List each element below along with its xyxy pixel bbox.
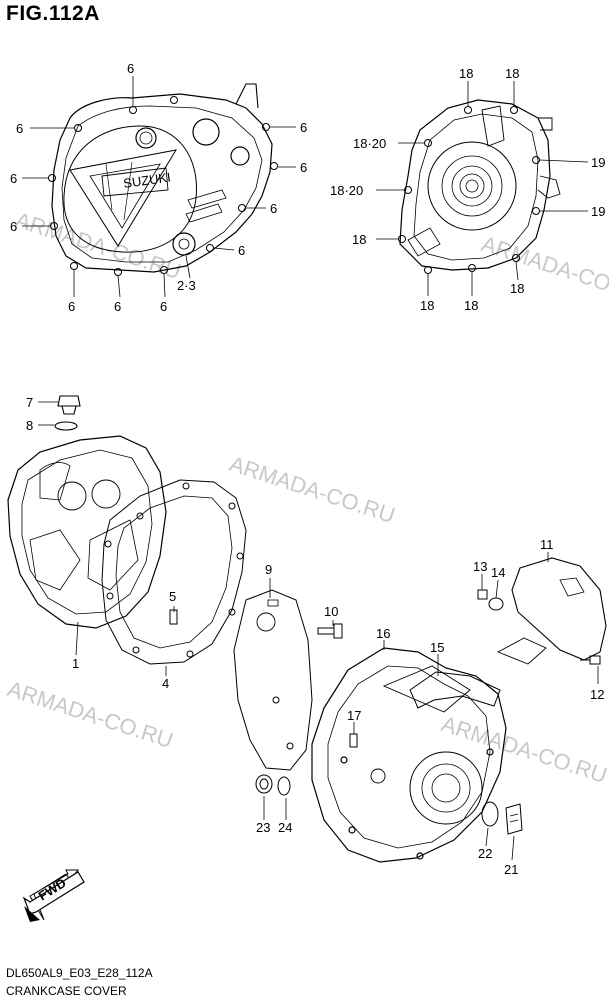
callout-6: 6 bbox=[270, 201, 277, 216]
callout-5: 5 bbox=[169, 589, 176, 604]
leader-line-1 bbox=[75, 621, 79, 656]
figure-code: DL650AL9_E03_E28_112A bbox=[6, 966, 153, 980]
callout-8: 8 bbox=[26, 418, 33, 433]
leader-line-22 bbox=[485, 827, 489, 847]
watermark-text: ARMADA-CO.RU bbox=[4, 676, 176, 753]
callout-1: 1 bbox=[72, 656, 79, 671]
callout-12: 12 bbox=[590, 687, 604, 702]
callout-18-20: 18·20 bbox=[353, 136, 386, 151]
callout-14: 14 bbox=[491, 565, 505, 580]
callout-18-20: 18·20 bbox=[330, 183, 363, 198]
callout-21: 21 bbox=[504, 862, 518, 877]
fwd-arrow-icon: FWD bbox=[22, 869, 85, 922]
callout-18: 18 bbox=[420, 298, 434, 313]
callout-24: 24 bbox=[278, 820, 292, 835]
callout-19: 19 bbox=[591, 155, 605, 170]
leader-line-14 bbox=[495, 579, 499, 599]
callout-15: 15 bbox=[430, 640, 444, 655]
oring-22-plug-21-drawing bbox=[481, 801, 523, 835]
callout-6: 6 bbox=[300, 160, 307, 175]
callout-6: 6 bbox=[160, 299, 167, 314]
callout-2-3: 2·3 bbox=[177, 278, 196, 293]
clutch-cover-side-drawing bbox=[7, 435, 167, 629]
clutch-cover-drawing bbox=[48, 83, 278, 276]
callout-6: 6 bbox=[300, 120, 307, 135]
callout-18: 18 bbox=[510, 281, 524, 296]
watermark-text: ARMADA-CO.RU bbox=[438, 711, 609, 788]
cover-11-drawing bbox=[496, 557, 607, 665]
generator-cover-drawing bbox=[398, 99, 561, 274]
callout-13: 13 bbox=[473, 559, 487, 574]
leader-lines-top-right bbox=[376, 81, 589, 296]
generator-gasket-drawing bbox=[233, 589, 313, 771]
callout-18: 18 bbox=[505, 66, 519, 81]
callouts-top-left: 6 6 6 6 6 6 6 6 6 6 6 2·3 bbox=[10, 61, 307, 314]
callout-7: 7 bbox=[26, 395, 33, 410]
callout-16: 16 bbox=[376, 626, 390, 641]
callout-9: 9 bbox=[265, 562, 272, 577]
oil-cap-drawing bbox=[54, 395, 81, 431]
bolt-10-drawing bbox=[317, 623, 343, 639]
watermark-text: ARMADA-CO.RU bbox=[478, 231, 609, 308]
callout-4: 4 bbox=[162, 676, 169, 691]
watermark-text: ARMADA-CO.RU bbox=[12, 207, 184, 284]
generator-cover-exploded-drawing bbox=[311, 647, 507, 863]
leader-lines-top-left bbox=[22, 76, 296, 298]
figure-description: CRANKCASE COVER bbox=[6, 984, 127, 998]
dowel-pin-5 bbox=[169, 609, 178, 625]
callout-18: 18 bbox=[459, 66, 473, 81]
callout-6: 6 bbox=[127, 61, 134, 76]
callout-6: 6 bbox=[10, 219, 17, 234]
gasket-drawing bbox=[101, 479, 247, 665]
callout-11: 11 bbox=[540, 537, 554, 552]
callout-6: 6 bbox=[10, 171, 17, 186]
callout-18: 18 bbox=[352, 232, 366, 247]
bolt-13-grommet-14-drawing bbox=[477, 589, 504, 611]
suzuki-logo-text: SUZUKI bbox=[122, 169, 171, 190]
callout-17: 17 bbox=[347, 708, 361, 723]
callout-22: 22 bbox=[478, 846, 492, 861]
callout-6: 6 bbox=[114, 299, 121, 314]
callout-6: 6 bbox=[16, 121, 23, 136]
callout-18: 18 bbox=[464, 298, 478, 313]
leader-lines-7-8 bbox=[38, 401, 58, 426]
callout-6: 6 bbox=[68, 299, 75, 314]
callout-10: 10 bbox=[324, 604, 338, 619]
dowel-pin-17 bbox=[349, 733, 358, 748]
callout-23: 23 bbox=[256, 820, 270, 835]
figure-title: FIG.112A bbox=[6, 2, 100, 25]
bracket-15-drawing bbox=[409, 671, 501, 709]
bolt-12-drawing bbox=[580, 655, 601, 665]
plug-23-oring-24-drawing bbox=[255, 774, 291, 796]
callout-6: 6 bbox=[238, 243, 245, 258]
callout-19: 19 bbox=[591, 204, 605, 219]
leader-line-21 bbox=[511, 835, 515, 861]
watermark-text: ARMADA-CO.RU bbox=[226, 451, 398, 528]
callouts-top-right: 18 18 18·20 19 18·20 19 18 18 18 18 bbox=[330, 66, 605, 313]
